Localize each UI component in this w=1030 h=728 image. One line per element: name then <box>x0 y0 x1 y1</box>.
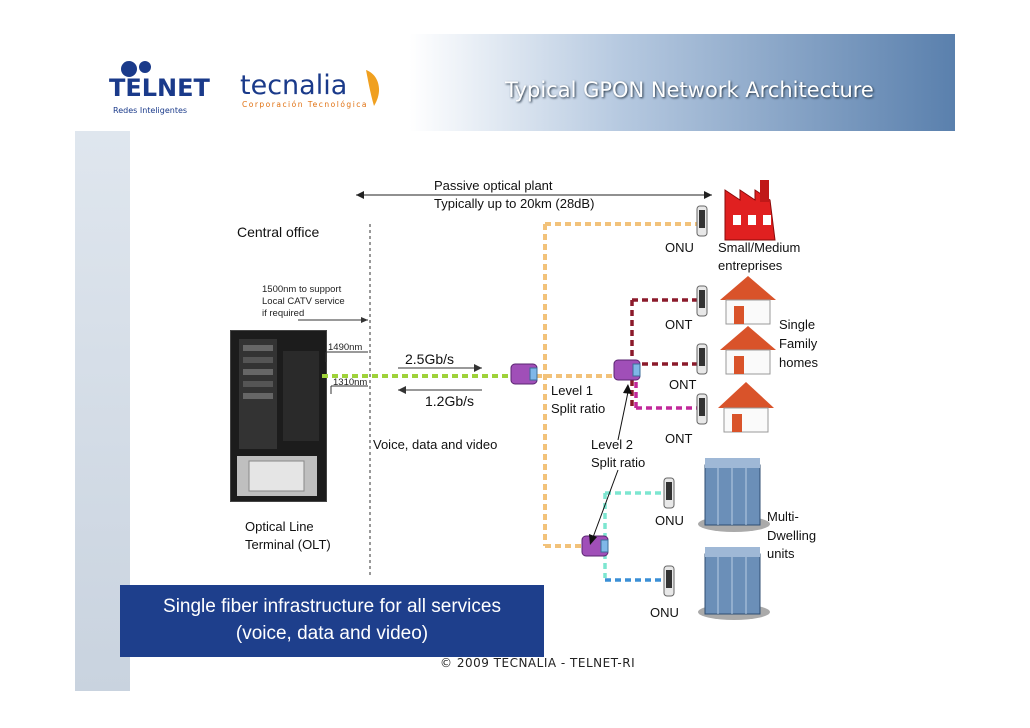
level2-label: Level 2 <box>591 437 633 452</box>
house-icon-1 <box>720 276 776 325</box>
telnet-logo: TELNET Redes Inteligentes <box>105 60 235 120</box>
catv-note-line3: if required <box>262 308 305 319</box>
onu-device-sme <box>696 205 708 237</box>
onu-label-mdu2: ONU <box>650 605 679 620</box>
olt-label-line2: Terminal (OLT) <box>245 537 331 552</box>
ont-label-3: ONT <box>665 431 693 446</box>
factory-icon <box>724 180 776 241</box>
splitter-level2-mdu <box>581 535 609 557</box>
catv-note-line2: Local CATV service <box>262 296 345 307</box>
copyright-footer: © 2009 TECNALIA - TELNET-RI <box>440 656 636 670</box>
sfh-label-line1: Single <box>779 317 816 332</box>
olt-equipment-image <box>230 330 327 502</box>
upstream-rate-label: 1.2Gb/s <box>425 393 475 409</box>
summary-banner-text: Single fiber infrastructure for all serv… <box>163 596 501 644</box>
onu-label-sme: ONU <box>665 240 694 255</box>
ont-device-3 <box>696 393 708 425</box>
level1-label: Level 1 <box>551 383 593 398</box>
downstream-rate-label: 2.5Gb/s <box>405 351 455 367</box>
summary-banner: Single fiber infrastructure for all serv… <box>120 585 544 657</box>
tecnalia-logo-graphic: tecnalia Corporación Tecnológica <box>240 70 380 109</box>
ont-label-1: ONT <box>665 317 693 332</box>
passive-plant-sublabel: Typically up to 20km (28dB) <box>434 196 595 211</box>
sme-label-line2: entreprises <box>718 258 783 273</box>
tecnalia-logo-text: tecnalia <box>240 70 347 101</box>
telnet-logo-graphic: TELNET Redes Inteligentes <box>109 61 211 115</box>
ont-device-2 <box>696 343 708 375</box>
onu-label-mdu1: ONU <box>655 513 684 528</box>
level2-split-label: Split ratio <box>591 455 646 470</box>
sme-label-line1: Small/Medium <box>718 240 801 255</box>
wavelength-1310-label: 1310nm <box>333 377 368 388</box>
onu-device-mdu1 <box>663 477 675 509</box>
services-label: Voice, data and video <box>373 437 498 452</box>
tecnalia-logo: tecnalia Corporación Tecnológica <box>238 62 388 120</box>
ont-device-1 <box>696 285 708 317</box>
house-icon-2 <box>720 326 776 375</box>
mdu-label-line1: Multi- <box>767 509 799 524</box>
header-band <box>75 34 955 131</box>
building-icon-2 <box>698 547 770 620</box>
mdu-label-line2: Dwelling <box>767 528 817 543</box>
catv-note-line1: 1500nm to support <box>262 284 342 295</box>
sfh-label-line3: homes <box>779 355 819 370</box>
central-office-label: Central office <box>237 224 320 240</box>
splitter-level1 <box>510 363 538 385</box>
telnet-logo-text: TELNET <box>109 74 211 102</box>
mdu-label-line3: units <box>767 546 795 561</box>
sfh-label-line2: Family <box>779 336 818 351</box>
house-icon-3 <box>718 382 774 433</box>
splitter-level2-home <box>613 359 641 381</box>
wavelength-1490-label: 1490nm <box>328 342 363 353</box>
onu-device-mdu2 <box>663 565 675 597</box>
page-title: Typical GPON Network Architecture <box>505 78 874 102</box>
olt-label-line1: Optical Line <box>245 519 314 534</box>
tecnalia-logo-subtext: Corporación Tecnológica <box>242 100 368 109</box>
passive-plant-label: Passive optical plant <box>434 178 553 193</box>
level1-split-label: Split ratio <box>551 401 606 416</box>
building-icon-1 <box>698 458 770 532</box>
telnet-logo-subtext: Redes Inteligentes <box>113 106 187 115</box>
ont-label-2: ONT <box>669 377 697 392</box>
